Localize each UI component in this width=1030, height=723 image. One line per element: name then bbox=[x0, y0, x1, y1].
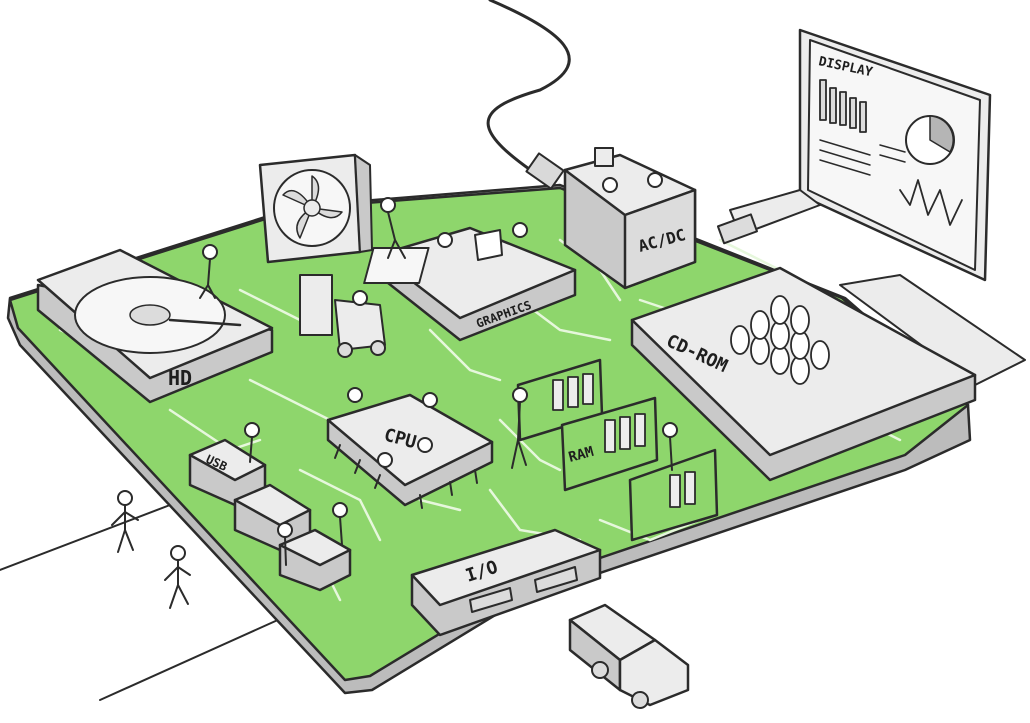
pedestrians bbox=[111, 490, 191, 609]
fan-unit bbox=[258, 153, 373, 264]
io-ports: I/O bbox=[410, 528, 602, 637]
street-lines bbox=[0, 504, 301, 701]
hard-drive: HD bbox=[36, 248, 274, 404]
cpu-chip: CPU bbox=[326, 387, 494, 509]
ram-modules: RAM bbox=[516, 358, 719, 542]
ram-label: RAM bbox=[567, 444, 596, 466]
acdc-power-unit: AC/DC bbox=[563, 147, 697, 290]
audience-icon bbox=[730, 295, 830, 385]
usb-ports: USB bbox=[188, 438, 352, 592]
forklift-icon bbox=[299, 274, 386, 358]
delivery-truck-icon bbox=[568, 603, 690, 709]
bar-chart-icon bbox=[819, 79, 867, 133]
cable-plug bbox=[525, 152, 565, 190]
hd-label: HD bbox=[168, 366, 192, 390]
graphics-chip: GRAPHICS bbox=[363, 222, 577, 342]
display-monitor: DISPLAY bbox=[716, 28, 992, 282]
worker-figures bbox=[199, 197, 678, 566]
cdrom-drive: CD-ROM bbox=[630, 266, 1026, 482]
power-cable bbox=[486, 0, 571, 182]
